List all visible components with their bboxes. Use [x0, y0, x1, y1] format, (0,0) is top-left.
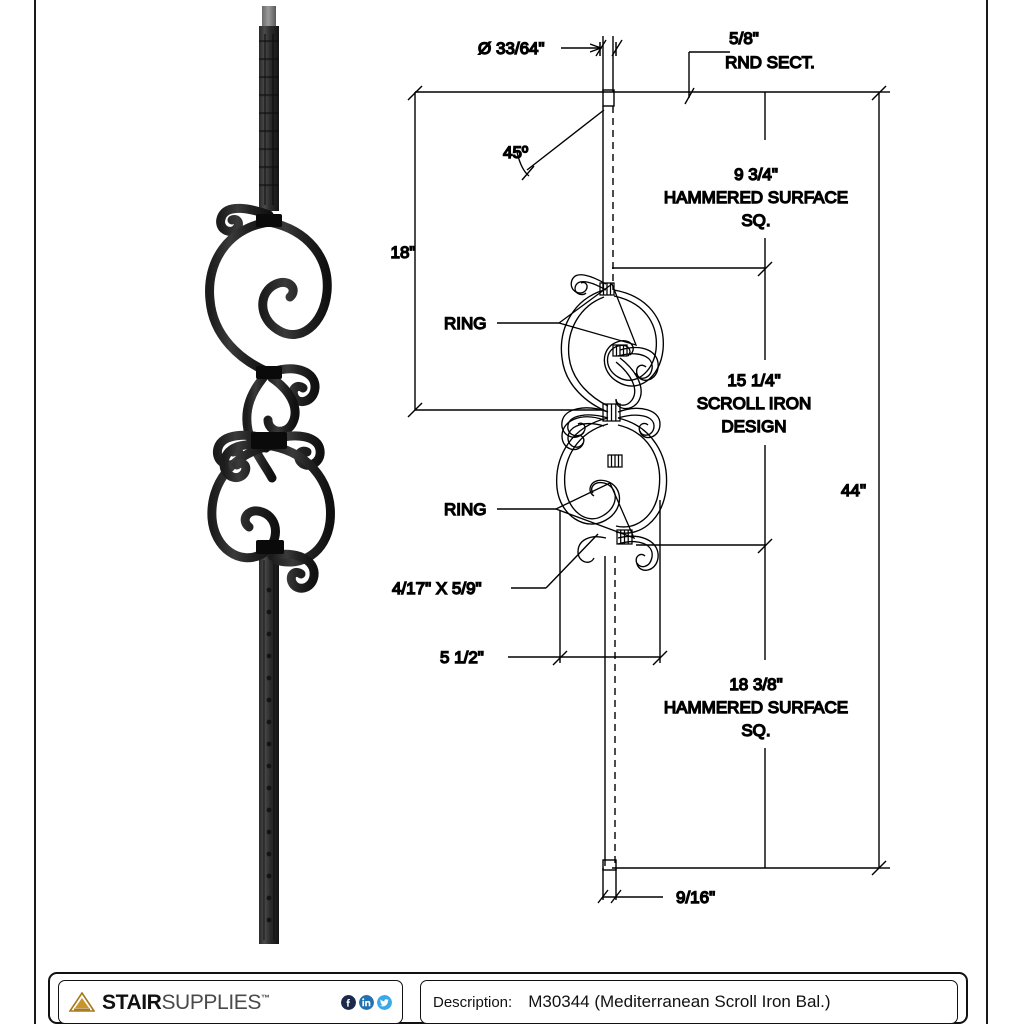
dim-9-16in	[597, 868, 663, 904]
balustrade-collars	[251, 214, 287, 554]
company-name-light: SUPPLIES	[161, 990, 261, 1014]
dim-label-upper-hammered-size: 9 3/4"	[734, 165, 778, 184]
dim-label-ring-lower: RING	[444, 500, 487, 519]
dim-section-extension-lines	[604, 91, 879, 869]
dim-label-rnd-sect: RND SECT.	[725, 53, 815, 72]
dim-diameter-leader	[561, 39, 623, 57]
dim-label-lower-hammered-size: 18 3/8"	[729, 675, 782, 694]
description-label: Description:	[433, 993, 513, 1011]
title-block: STAIRSUPPLIES™ Description	[48, 972, 968, 1024]
dim-label-scroll-size: 15 1/4"	[727, 371, 780, 390]
description-value: M30344 (Mediterranean Scroll Iron Bal.)	[528, 992, 831, 1011]
leader-ring-lower	[497, 482, 636, 540]
company-name: STAIRSUPPLIES™	[102, 992, 270, 1013]
dim-label-angle: 45º	[503, 143, 528, 162]
description-cell: Description: M30344 (Mediterranean Scrol…	[420, 980, 958, 1024]
dim-label-44in: 44"	[841, 481, 866, 500]
linkedin-icon[interactable]	[359, 994, 374, 1010]
bar-profile	[602, 36, 617, 871]
dim-5-1-2in	[508, 500, 668, 666]
leader-ring-section	[511, 533, 599, 589]
dim-label-scroll-1: SCROLL IRON	[697, 394, 812, 413]
facebook-icon[interactable]	[341, 994, 356, 1010]
dim-label-lower-hammered-2: SQ.	[741, 721, 770, 740]
dim-45-leader	[516, 109, 605, 181]
balustrade-bar	[259, 6, 279, 944]
dim-label-diameter: Ø 33/64"	[478, 39, 545, 58]
dim-label-lower-hammered-1: HAMMERED SURFACE	[664, 698, 848, 717]
dim-44in	[871, 85, 890, 876]
dim-label-ring-upper: RING	[444, 314, 487, 333]
stairsupplies-triangle-icon	[69, 992, 95, 1012]
dim-label-rnd-size: 5/8"	[729, 29, 759, 48]
dim-label-scroll-2: DESIGN	[721, 417, 786, 436]
dim-label-upper-hammered-2: SQ.	[741, 211, 770, 230]
company-logo-cell[interactable]: STAIRSUPPLIES™	[58, 980, 403, 1024]
dim-label-ring-section: 4/17" X 5/9"	[392, 579, 482, 598]
dim-label-9-16in: 9/16"	[676, 888, 715, 907]
twitter-icon[interactable]	[377, 994, 392, 1010]
dim-label-18in: 18"	[391, 243, 416, 262]
social-icons	[341, 994, 392, 1010]
dim-rnd-sect-leader	[684, 51, 730, 105]
company-name-bold: STAIR	[102, 990, 162, 1014]
dim-label-upper-hammered-1: HAMMERED SURFACE	[664, 188, 848, 207]
dim-label-5-1-2in: 5 1/2"	[440, 648, 484, 667]
leader-ring-upper	[497, 282, 638, 346]
dim-18in	[407, 85, 604, 418]
balustrade-scrollwork	[205, 203, 335, 593]
trademark-symbol: ™	[260, 992, 270, 1003]
scroll-outline	[556, 274, 668, 571]
